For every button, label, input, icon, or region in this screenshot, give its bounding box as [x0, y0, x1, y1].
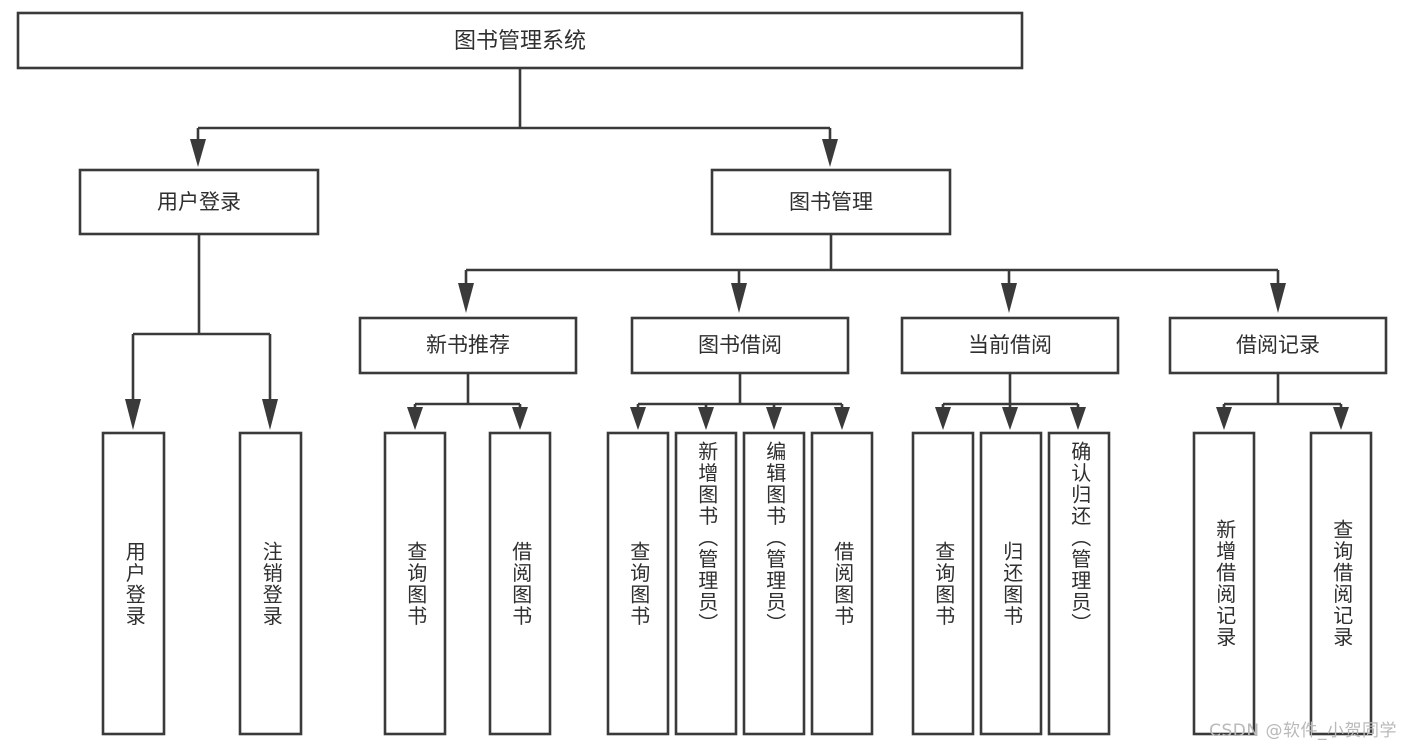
arrow-book-borrow-leaf-3 [766, 407, 782, 430]
arrow-new-book-leaf-1 [407, 407, 423, 430]
arrow-root-to-book-mgmt [822, 139, 838, 167]
arrow-user-login-leaf-2 [262, 399, 278, 430]
leaf-box-borrow-record-1[interactable] [1192, 431, 1256, 736]
node-box-current-borrow[interactable] [900, 316, 1120, 375]
leaf-box-user-login-2[interactable] [238, 431, 303, 736]
leaf-box-current-borrow-2[interactable] [979, 431, 1043, 736]
node-label-book-management: 图书管理 [789, 190, 873, 214]
arrow-book-borrow-leaf-2 [698, 407, 714, 430]
arrow-book-borrow-leaf-4 [834, 407, 850, 430]
leaf-box-book-borrow-4[interactable] [810, 431, 874, 736]
node-box-book-borrow[interactable] [630, 316, 850, 375]
leaf-box-current-borrow-1[interactable] [911, 431, 975, 736]
node-label-new-book-recommend: 新书推荐 [426, 333, 510, 357]
arrow-current-borrow-leaf-3 [1070, 407, 1086, 430]
node-label-user-login: 用户登录 [157, 190, 241, 214]
arrow-borrow-record-leaf-2 [1333, 407, 1349, 430]
node-box-borrow-record[interactable] [1168, 316, 1388, 375]
leaf-box-current-borrow-3[interactable] [1047, 431, 1111, 736]
arrow-borrow-record-leaf-1 [1216, 407, 1232, 430]
arrow-current-borrow-leaf-2 [1002, 407, 1018, 430]
node-label-borrow-record: 借阅记录 [1236, 333, 1320, 357]
node-box-book-management[interactable] [710, 168, 952, 236]
leaf-box-book-borrow-2[interactable] [674, 431, 738, 736]
leaf-box-user-login-1[interactable] [101, 431, 166, 736]
node-label-current-borrow: 当前借阅 [968, 333, 1052, 357]
arrow-book-mgmt-to-borrow-record [1270, 283, 1286, 313]
leaf-box-book-borrow-1[interactable] [606, 431, 670, 736]
arrow-new-book-leaf-2 [512, 407, 528, 430]
arrow-user-login-leaf-1 [125, 399, 141, 430]
node-label-book-borrow: 图书借阅 [698, 333, 782, 357]
arrow-book-mgmt-to-current-borrow [1001, 283, 1017, 313]
arrow-book-mgmt-to-new-book [458, 283, 474, 313]
arrow-root-to-user-login [190, 139, 206, 167]
arrow-book-mgmt-to-book-borrow [731, 283, 747, 313]
node-box-new-book-recommend[interactable] [358, 316, 578, 375]
leaf-box-new-book-2[interactable] [488, 431, 552, 736]
node-box-root[interactable] [16, 11, 1024, 70]
node-label-root: 图书管理系统 [454, 29, 586, 54]
leaf-box-borrow-record-2[interactable] [1309, 431, 1373, 736]
arrow-current-borrow-leaf-1 [935, 407, 951, 430]
leaf-box-book-borrow-3[interactable] [742, 431, 806, 736]
arrow-book-borrow-leaf-1 [630, 407, 646, 430]
leaf-box-new-book-1[interactable] [383, 431, 447, 736]
csdn-watermark: CSDN @软件_小贺同学 [1209, 721, 1397, 741]
